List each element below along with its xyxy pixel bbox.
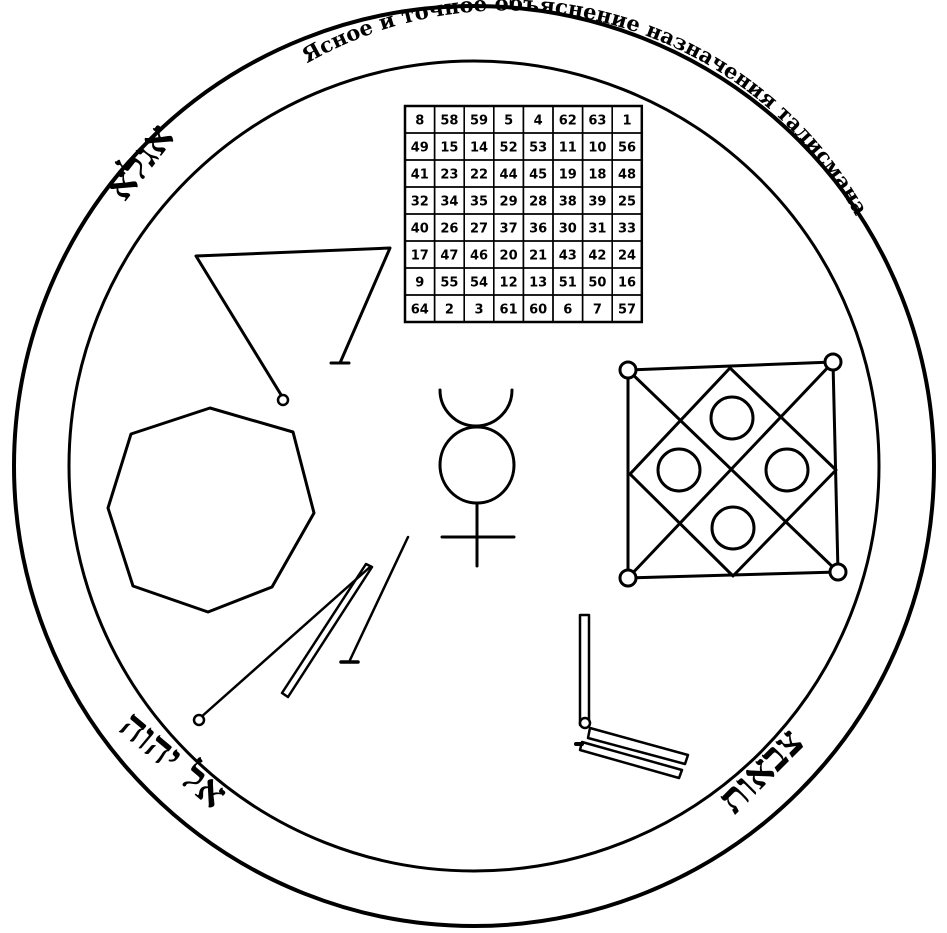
magic-square-number: 54: [470, 276, 488, 291]
hebrew-inscription-upper-left: אגלא: [95, 114, 183, 209]
magic-square-number: 2: [445, 303, 454, 318]
magic-square-number: 12: [500, 276, 518, 291]
magic-square-number: 4: [534, 114, 543, 129]
magic-square-number: 53: [529, 141, 547, 156]
magic-square-number: 46: [470, 249, 488, 264]
magic-square-number: 44: [500, 168, 518, 183]
magic-square-number: 37: [500, 222, 518, 237]
magic-square-number: 39: [588, 195, 606, 210]
magic-square-number: 7: [593, 303, 602, 318]
magic-square-number: 19: [559, 168, 577, 183]
magic-square-number: 30: [559, 222, 577, 237]
magic-square-number: 31: [588, 222, 606, 237]
magic-square-number: 18: [588, 168, 606, 183]
magic-square-number: 8: [415, 114, 424, 129]
magic-square-number: 38: [559, 195, 577, 210]
diamond-lattice-sigil: [620, 354, 846, 586]
magic-square-number: 22: [470, 168, 488, 183]
magic-square-number: 27: [470, 222, 488, 237]
magic-square-number: 26: [440, 222, 458, 237]
magic-square-number: 60: [529, 303, 547, 318]
magic-square-number: 24: [618, 249, 636, 264]
magic-square-number: 47: [440, 249, 458, 264]
magic-square-number: 14: [470, 141, 488, 156]
magic-square-number: 23: [440, 168, 458, 183]
magic-square-number: 41: [411, 168, 429, 183]
magic-square-number: 42: [588, 249, 606, 264]
magic-square-number: 51: [559, 276, 577, 291]
magic-square-number: 62: [559, 114, 577, 129]
magic-square-number: 1: [622, 114, 631, 129]
magic-square-number: 56: [618, 141, 636, 156]
magic-square-number: 50: [588, 276, 606, 291]
magic-square-number: 59: [470, 114, 488, 129]
magic-square-number: 25: [618, 195, 636, 210]
magic-square-number: 20: [500, 249, 518, 264]
hebrew-inscription-lower-right: צבאות: [708, 718, 812, 822]
magic-square-number: 36: [529, 222, 547, 237]
magic-square-number: 9: [415, 276, 424, 291]
magic-square-number: 28: [529, 195, 547, 210]
octagon: [108, 408, 314, 612]
magic-square-number: 29: [500, 195, 518, 210]
magic-square-number: 35: [470, 195, 488, 210]
rod-sigils-left: [194, 537, 408, 725]
magic-square-number: 58: [440, 114, 458, 129]
magic-square-number: 13: [529, 276, 547, 291]
hebrew-inscription-lower-left: אל יהוה: [111, 701, 237, 817]
magic-square-number: 17: [411, 249, 429, 264]
magic-square-number: 49: [411, 141, 429, 156]
magic-square-number: 61: [500, 303, 518, 318]
magic-square-number: 3: [474, 303, 483, 318]
rod-sigils-right: [576, 615, 688, 778]
magic-square-number: 48: [618, 168, 636, 183]
magic-square-number: 40: [411, 222, 429, 237]
magic-square-number: 52: [500, 141, 518, 156]
magic-square-number: 63: [588, 114, 606, 129]
mercury-symbol: [440, 390, 514, 566]
triangle-sigil: [196, 248, 390, 405]
magic-square-number: 64: [411, 303, 429, 318]
magic-square-number: 15: [440, 141, 458, 156]
magic-square-number: 11: [559, 141, 577, 156]
magic-square-number: 21: [529, 249, 547, 264]
magic-square-number: 33: [618, 222, 636, 237]
magic-square-number: 32: [411, 195, 429, 210]
magic-square-number: 34: [440, 195, 458, 210]
magic-square-number: 45: [529, 168, 547, 183]
magic-square-number: 6: [563, 303, 572, 318]
magic-square-number: 5: [504, 114, 513, 129]
magic-square-number: 16: [618, 276, 636, 291]
magic-square-number: 55: [440, 276, 458, 291]
magic-square-number: 43: [559, 249, 577, 264]
magic-square-number: 10: [588, 141, 606, 156]
magic-square-number: 57: [618, 303, 636, 318]
